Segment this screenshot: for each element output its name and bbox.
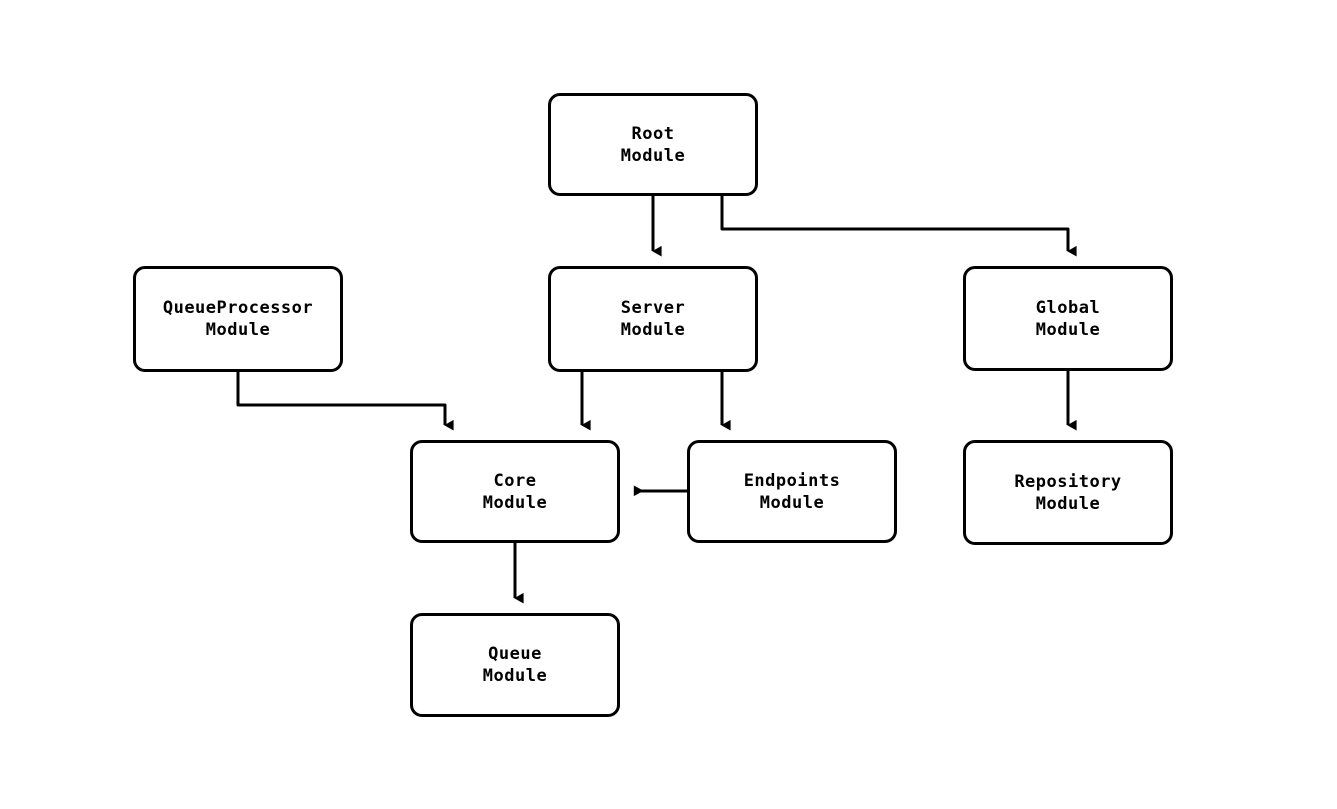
node-endpoints-module-subtitle: Module — [759, 492, 825, 513]
edge-root-to-global — [720, 196, 1077, 257]
node-repository-module-subtitle: Module — [1035, 493, 1101, 514]
node-core-module-title: Core — [493, 470, 537, 491]
node-queueprocessor-module-subtitle: Module — [205, 320, 271, 340]
node-server-module[interactable]: Server Module — [548, 266, 758, 372]
node-queue-module-subtitle: Module — [482, 666, 548, 686]
node-root-module[interactable]: Root Module — [548, 93, 758, 196]
node-queueprocessor-module-title: QueueProcessor — [162, 298, 314, 318]
edge-queueprocessor-to-core — [236, 372, 454, 431]
node-core-module[interactable]: Core Module — [410, 440, 620, 543]
node-global-module-title: Global — [1035, 297, 1101, 318]
node-endpoints-module-title: Endpoints — [743, 470, 841, 491]
node-global-module-subtitle: Module — [1035, 319, 1101, 340]
node-server-module-subtitle: Module — [620, 320, 686, 340]
node-root-module-subtitle: Module — [620, 145, 686, 166]
node-endpoints-module[interactable]: Endpoints Module — [687, 440, 897, 543]
node-queueprocessor-module[interactable]: QueueProcessor Module — [133, 266, 343, 372]
node-core-module-subtitle: Module — [482, 492, 548, 513]
node-repository-module[interactable]: Repository Module — [963, 440, 1173, 545]
node-repository-module-title: Repository — [1014, 471, 1122, 492]
node-queue-module[interactable]: Queue Module — [410, 613, 620, 717]
node-queue-module-title: Queue — [488, 644, 542, 664]
node-root-module-title: Root — [631, 123, 675, 144]
node-global-module[interactable]: Global Module — [963, 266, 1173, 371]
node-server-module-title: Server — [620, 298, 686, 318]
